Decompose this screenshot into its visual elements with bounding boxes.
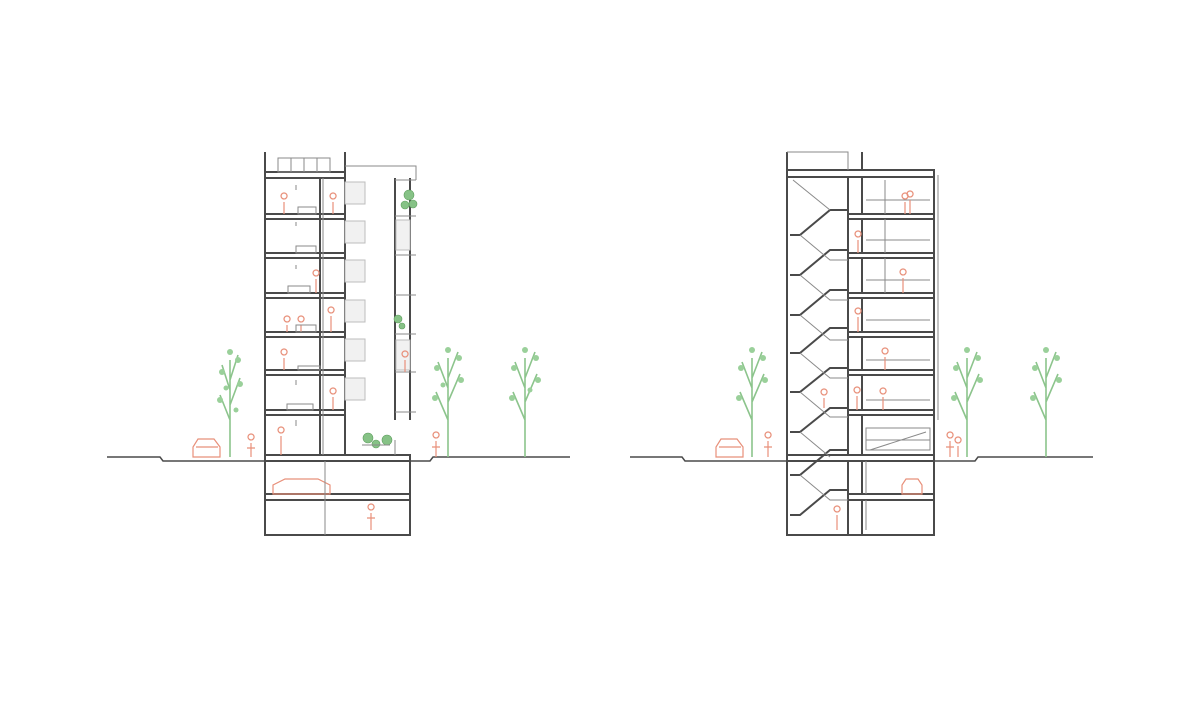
- ground-line-left: [107, 456, 570, 462]
- balconies-a: [344, 178, 416, 420]
- interior-furniture-a: [286, 185, 396, 455]
- car-right: [715, 438, 744, 458]
- tree-right-1: [736, 347, 768, 457]
- interior-people-a: [277, 192, 409, 530]
- section-a: [107, 152, 570, 536]
- floor-slabs-a: [264, 213, 411, 501]
- interior-b: [820, 180, 931, 530]
- tree-left-1: [217, 349, 243, 457]
- building-a-outline: [264, 152, 411, 536]
- car-left: [192, 438, 221, 458]
- stair-core-walls: [847, 177, 863, 535]
- person-right-street: [764, 431, 772, 457]
- tree-left-2: [432, 347, 464, 457]
- tree-right-2: [951, 347, 983, 457]
- section-b: [630, 151, 1093, 536]
- roof-slab-a: [264, 171, 346, 179]
- person-right-street-2: [946, 431, 954, 457]
- ground-line-right: [630, 456, 1093, 462]
- staircase-b: [790, 179, 848, 516]
- tree-right-3: [1030, 347, 1062, 457]
- person-right-street-3: [954, 436, 962, 457]
- car-parking-a: [272, 478, 331, 495]
- floor-slabs-b: [786, 213, 935, 501]
- person-left-street-2: [432, 431, 440, 457]
- roof-slab-b: [786, 169, 935, 178]
- building-b-outline: [786, 152, 935, 536]
- roof-cable: [345, 165, 417, 180]
- tree-left-3: [509, 347, 541, 457]
- person-left-street: [247, 433, 255, 457]
- balcony-plants-a: [362, 189, 418, 449]
